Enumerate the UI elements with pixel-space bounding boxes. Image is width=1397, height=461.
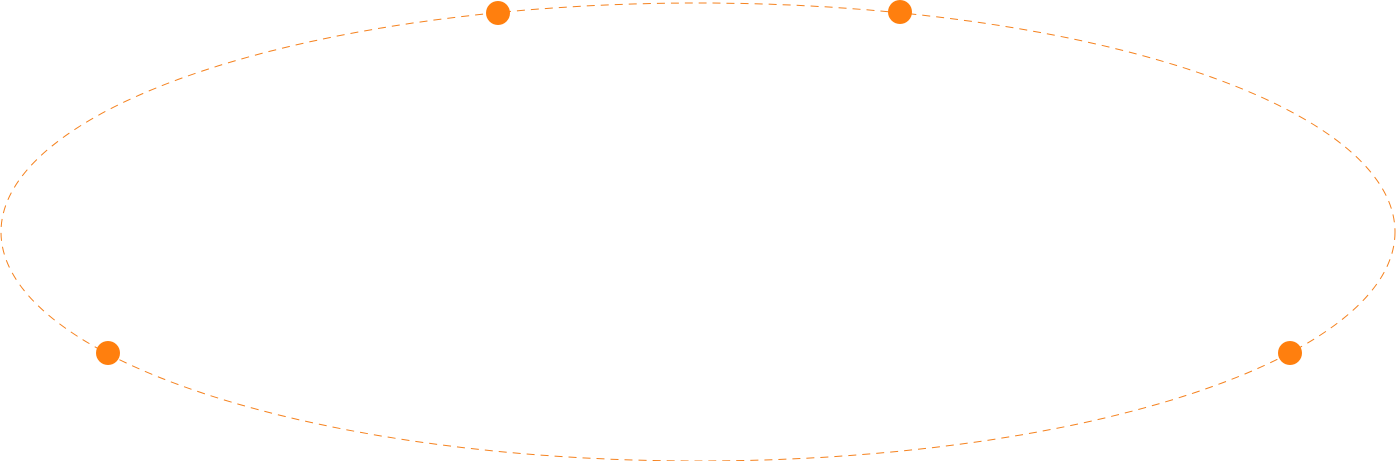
orbit-node-4[interactable]	[1278, 341, 1302, 365]
orbit-node-1[interactable]	[486, 1, 510, 25]
orbit-node-2[interactable]	[888, 0, 912, 24]
orbit-node-3[interactable]	[96, 341, 120, 365]
